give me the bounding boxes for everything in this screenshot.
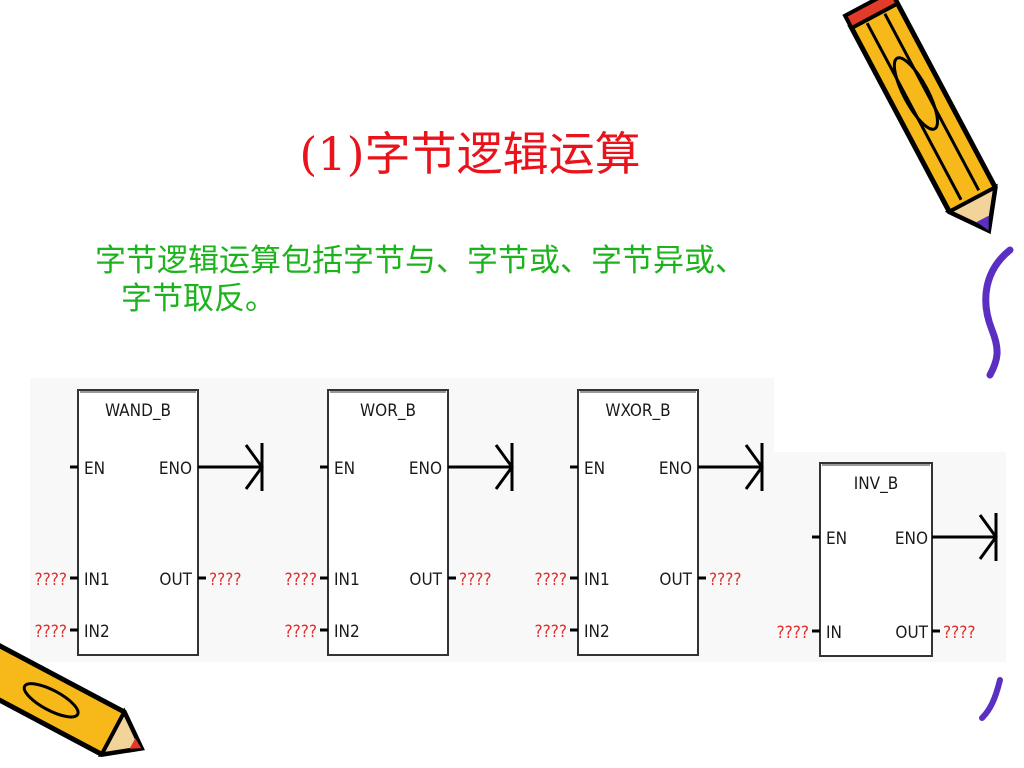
description-line-1: 字节逻辑运算包括字节与、字节或、字节异或、 [95, 243, 746, 279]
en-label: EN [84, 459, 105, 479]
wxor-b-block: WXOR_B EN ENO IN1 ???? OUT ???? IN2 ???? [535, 389, 764, 656]
pencil-icon [842, 0, 998, 235]
slide-description: 字节逻辑运算包括字节与、字节或、字节异或、 字节取反。 [95, 242, 975, 318]
in2-label: IN2 [584, 622, 610, 642]
in2-value: ???? [285, 622, 317, 642]
block-box [327, 389, 449, 656]
out-label: OUT [409, 570, 442, 590]
block-title: INV_B [854, 474, 899, 494]
in2-label: IN2 [334, 622, 360, 642]
eno-label: ENO [159, 459, 192, 479]
eno-label: ENO [659, 459, 692, 479]
en-label: EN [584, 459, 605, 479]
wand-b-block: WAND_B EN ENO IN1 ???? OUT ???? IN2 ???? [35, 389, 264, 656]
en-label: EN [826, 529, 847, 549]
in1-value: ???? [35, 570, 67, 590]
description-line-2: 字节取反。 [121, 281, 276, 317]
out-value: ???? [459, 570, 491, 590]
in2-value: ???? [535, 622, 567, 642]
block-title: WXOR_B [605, 401, 670, 421]
in2-label: IN2 [84, 622, 110, 642]
eno-label: ENO [409, 459, 442, 479]
in1-label: IN1 [334, 570, 360, 590]
block-title: WAND_B [105, 401, 171, 421]
slide-title: (1)字节逻辑运算 [299, 127, 641, 181]
out-value: ???? [709, 570, 741, 590]
out-label: OUT [895, 623, 928, 643]
in1-value: ???? [535, 570, 567, 590]
in-label: IN [826, 623, 842, 643]
out-label: OUT [659, 570, 692, 590]
pencil-icon [0, 638, 145, 757]
out-label: OUT [159, 570, 192, 590]
out-value: ???? [943, 623, 975, 643]
inv-b-block: INV_B EN ENO IN ???? OUT ???? [777, 462, 998, 657]
eno-label: ENO [895, 529, 928, 549]
block-box [77, 389, 199, 656]
en-label: EN [334, 459, 355, 479]
decorative-curve [979, 677, 1003, 721]
block-box [819, 462, 933, 657]
in1-label: IN1 [84, 570, 110, 590]
block-box [577, 389, 699, 656]
wor-b-block: WOR_B EN ENO IN1 ???? OUT ???? IN2 ???? [285, 389, 514, 656]
in1-label: IN1 [584, 570, 610, 590]
in1-value: ???? [285, 570, 317, 590]
decorative-curve [982, 246, 1014, 379]
in-value: ???? [777, 623, 809, 643]
in2-value: ???? [35, 622, 67, 642]
block-title: WOR_B [360, 401, 416, 421]
out-value: ???? [209, 570, 241, 590]
